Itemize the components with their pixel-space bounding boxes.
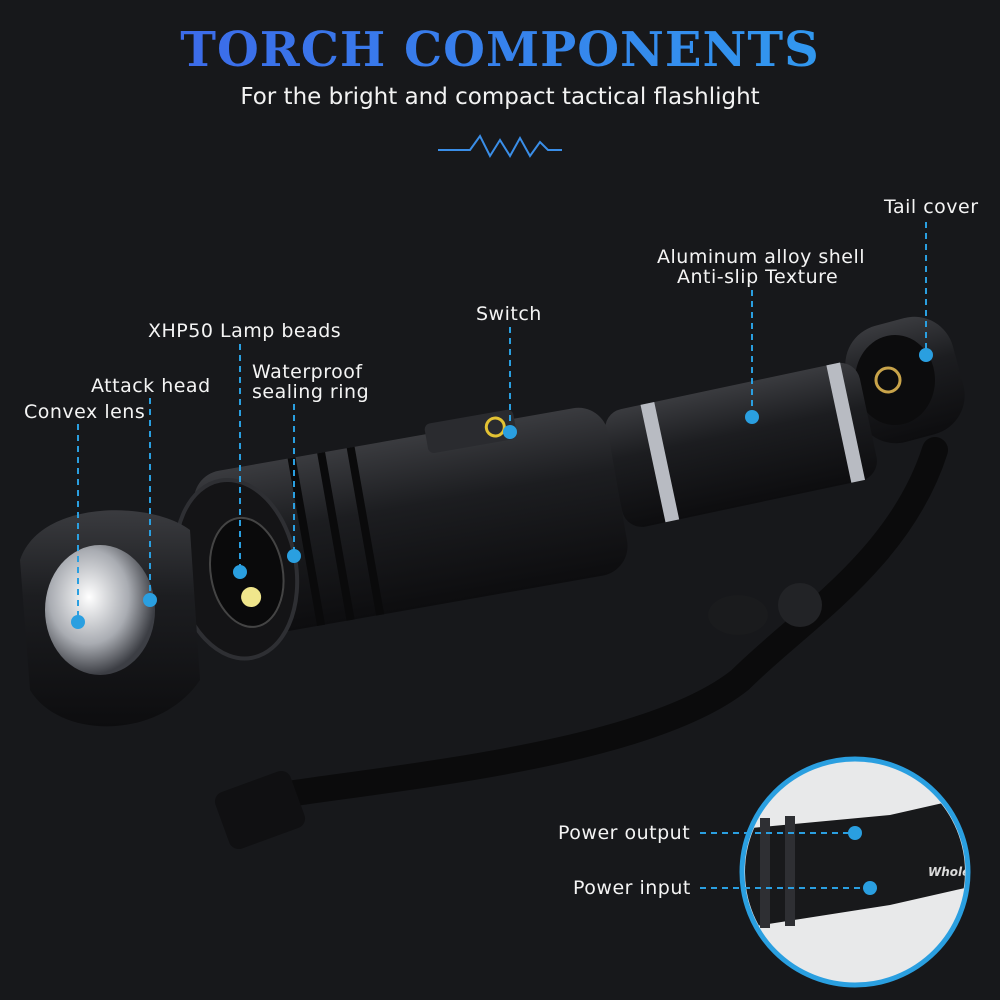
label-power-output: Power output <box>558 822 691 844</box>
label-switch: Switch <box>476 303 542 325</box>
label-sealing-line1: Waterproof <box>252 361 363 383</box>
page-subtitle: For the bright and compact tactical flas… <box>240 84 760 110</box>
attack-head-part <box>20 510 200 727</box>
label-shell-line2: Anti-slip Texture <box>677 266 839 288</box>
callout-dots <box>71 348 933 895</box>
label-power-input: Power input <box>573 877 691 899</box>
charging-port-inset: WholeFir <box>739 756 990 988</box>
main-body-part <box>172 407 628 661</box>
page-title: TORCH COMPONENTS <box>0 22 1000 78</box>
wrist-strap <box>237 437 948 813</box>
aluminum-shell-part <box>605 362 877 527</box>
tail-cover-part <box>845 316 965 444</box>
brand-mark: WholeFir <box>928 865 990 879</box>
label-convex-lens: Convex lens <box>24 401 146 423</box>
label-lamp-beads: XHP50 Lamp beads <box>148 320 342 342</box>
label-sealing-line2: sealing ring <box>252 381 370 403</box>
leader-lines <box>77 222 927 889</box>
wave-divider <box>438 134 562 159</box>
label-attack-head: Attack head <box>91 375 211 397</box>
label-shell-line1: Aluminum alloy shell <box>657 246 866 268</box>
label-tail-cover: Tail cover <box>884 196 979 218</box>
